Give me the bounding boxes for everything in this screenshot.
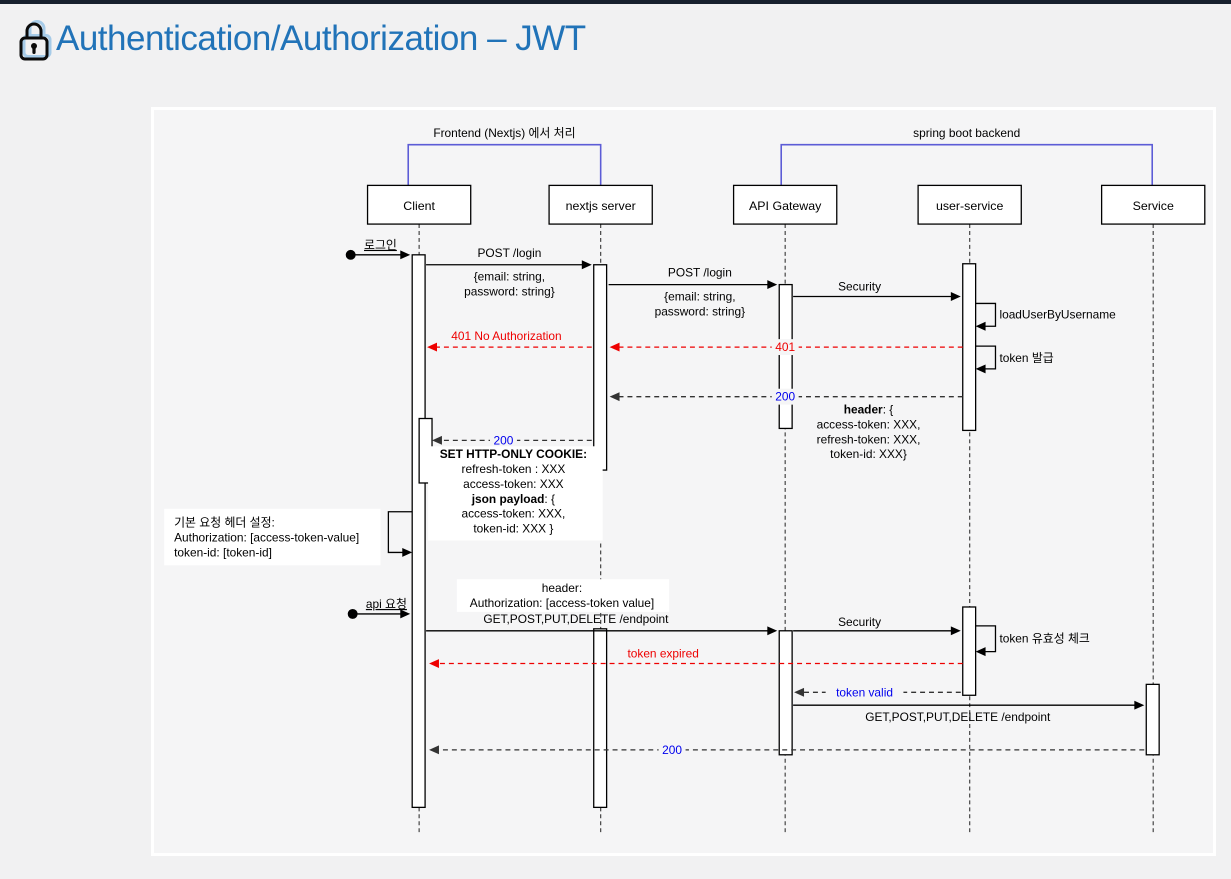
- note-line: header:: [542, 581, 582, 595]
- diagram-panel: Frontend (Nextjs) 에서 처리 spring boot backe…: [151, 107, 1216, 856]
- message-label: token valid: [836, 685, 893, 699]
- note-line: access-token: XXX,: [817, 417, 921, 431]
- activation-bar: [411, 254, 426, 809]
- activation-bar: [593, 264, 608, 471]
- note-bg: [428, 446, 603, 541]
- message-label: 401 No Authorization: [451, 329, 561, 343]
- arrowhead: [400, 609, 411, 619]
- activation-bar: [1145, 683, 1160, 756]
- self-call-label: loadUserByUsername: [999, 307, 1116, 321]
- arrowhead: [975, 364, 986, 374]
- found-message-dot: [347, 608, 358, 619]
- self-call: [975, 302, 997, 327]
- actor-box: [366, 184, 472, 225]
- note-line: {email: string,: [474, 270, 545, 284]
- group-bracket: [780, 143, 1154, 186]
- arrowhead: [402, 547, 413, 557]
- note-line: token-id: XXX }: [473, 522, 553, 536]
- page-header: Authentication/Authorization – JWT: [16, 16, 586, 62]
- self-call-label: token 발급: [999, 351, 1053, 365]
- actor-label: user-service: [936, 199, 1004, 213]
- page-title: Authentication/Authorization – JWT: [56, 19, 586, 58]
- arrowhead: [609, 342, 620, 352]
- note-line: 기본 요청 헤더 설정:: [174, 516, 275, 530]
- message-label: api 요청: [366, 597, 407, 611]
- sequence-diagram: Frontend (Nextjs) 에서 처리 spring boot backe…: [164, 126, 1206, 836]
- actor-label: nextjs server: [566, 199, 636, 213]
- activation-bar: [778, 283, 793, 430]
- message-label: Security: [838, 615, 881, 629]
- message-label: 로그인: [364, 238, 397, 252]
- label-bg: [658, 741, 686, 758]
- arrowhead: [429, 745, 439, 755]
- label-bg: [771, 339, 799, 356]
- bracket-label: spring boot backend: [913, 126, 1020, 140]
- arrowhead: [975, 647, 986, 657]
- activation-bar: [778, 630, 793, 756]
- note-line: SET HTTP-ONLY COOKIE:: [440, 447, 587, 461]
- arrowhead: [767, 626, 778, 636]
- message-label: POST /login: [668, 266, 732, 280]
- activation-bar: [593, 628, 608, 809]
- actor-box: [548, 184, 653, 225]
- note-line: Authorization: [access-token-value]: [174, 531, 359, 545]
- note-line: refresh-token : XXX: [461, 462, 565, 476]
- note-bg: [164, 508, 381, 566]
- note-line: password: string}: [655, 304, 746, 318]
- actor-label: Client: [403, 199, 435, 213]
- actor-box: [1100, 184, 1206, 225]
- arrowhead: [950, 292, 961, 301]
- note-line: token-id: [token-id]: [174, 545, 272, 559]
- note-line: access-token: XXX,: [461, 507, 565, 521]
- label-bg: [771, 388, 799, 405]
- arrowhead: [400, 250, 411, 260]
- message-label: Security: [838, 280, 881, 294]
- self-call: [975, 625, 997, 653]
- arrowhead: [432, 435, 442, 445]
- arrowhead: [794, 687, 805, 697]
- note-line: password: string}: [464, 285, 555, 299]
- note-line: access-token: XXX: [463, 477, 564, 491]
- arrowhead: [429, 659, 439, 668]
- activation-bar: [962, 606, 977, 696]
- note-bg: [456, 579, 670, 612]
- self-call-label: token 유효성 체크: [999, 632, 1089, 646]
- activation-bar: [962, 263, 977, 432]
- arrowhead: [427, 342, 437, 352]
- label-bg: [825, 684, 904, 701]
- note-line: Authorization: [access-token value]: [470, 596, 654, 610]
- note-line: token-id: XXX}: [830, 447, 907, 461]
- message-label: GET,POST,PUT,DELETE /endpoint: [865, 710, 1051, 724]
- self-call: [975, 345, 997, 370]
- arrowhead: [581, 260, 592, 270]
- label-bg: [489, 432, 517, 449]
- message-label: token expired: [627, 647, 698, 661]
- actor-label: Service: [1133, 199, 1174, 213]
- message-label: GET,POST,PUT,DELETE /endpoint: [483, 612, 669, 626]
- lock-icon: [16, 18, 52, 64]
- message-label: 200: [494, 433, 514, 447]
- message-label: 200: [662, 743, 682, 757]
- actor-box: [917, 184, 1022, 225]
- top-accent-strip: [0, 0, 1231, 4]
- found-message-dot: [345, 249, 356, 260]
- arrowhead: [767, 280, 778, 290]
- message-label: 200: [775, 390, 795, 404]
- arrowhead: [975, 321, 986, 331]
- note-line: refresh-token: XXX,: [817, 432, 921, 446]
- note-line: json payload: {: [471, 492, 555, 506]
- arrowhead: [1134, 700, 1145, 710]
- message-label: 401: [775, 340, 795, 354]
- group-bracket: [407, 143, 602, 186]
- note-line: {email: string,: [664, 289, 735, 303]
- bracket-label: Frontend (Nextjs) 에서 처리: [433, 126, 575, 140]
- note-line: header: {: [844, 403, 894, 417]
- message-label: POST /login: [477, 246, 541, 260]
- actor-label: API Gateway: [749, 199, 822, 213]
- self-call: [387, 511, 413, 554]
- arrowhead: [609, 392, 620, 402]
- actor-box: [732, 184, 838, 225]
- arrowhead: [950, 626, 961, 636]
